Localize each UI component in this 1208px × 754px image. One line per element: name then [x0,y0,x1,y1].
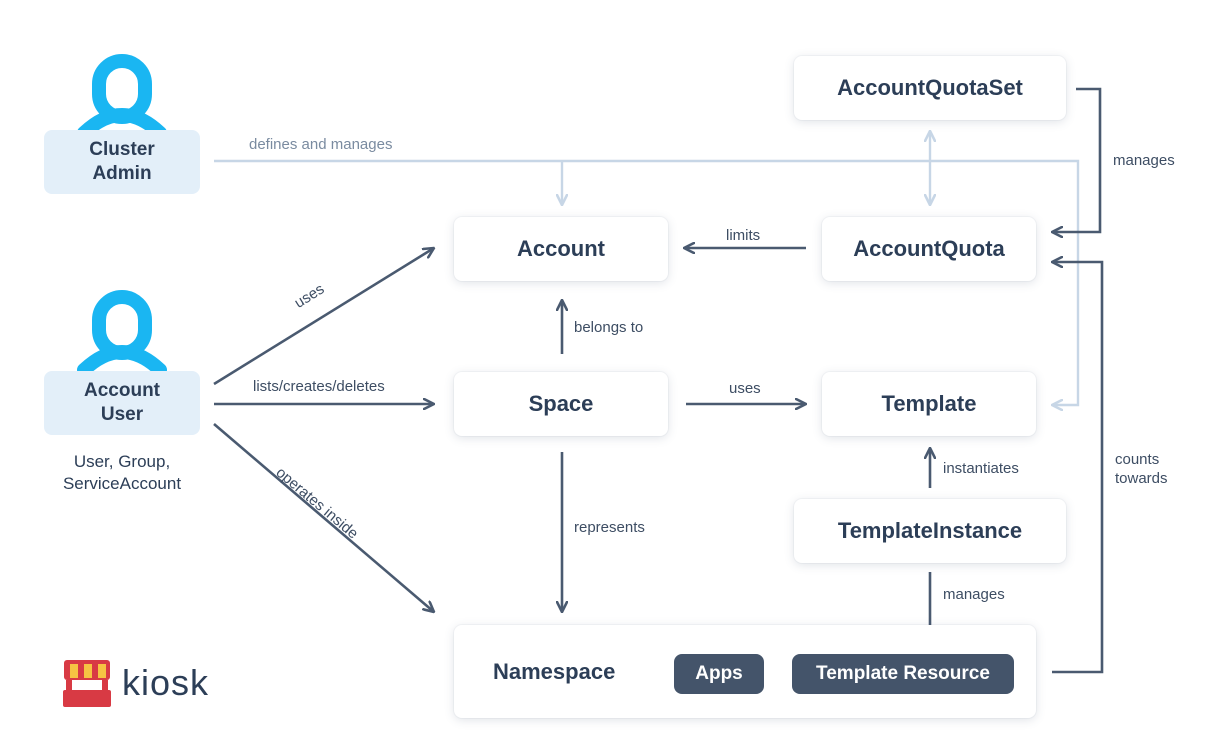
account-user-types-line2: ServiceAccount [62,474,182,493]
defines-and-manages-connector [214,131,1080,405]
account-user-types-line1: User, Group, [73,452,171,471]
manages-instance-label: manages [943,586,1005,603]
operates-inside-arrow [213,423,434,612]
account-user-label: Account User [44,371,200,435]
account-user-person-icon [77,290,167,377]
account-quota-node: AccountQuota [822,217,1036,281]
counts-towards-line2: towards [1115,470,1168,487]
apps-pill: Apps [674,654,764,694]
cluster-admin-line1: Cluster [89,139,155,160]
cluster-admin-person-icon [77,54,167,140]
manages-quota-arrow [1052,87,1102,232]
kiosk-logo-text: kiosk [122,662,210,703]
belongs-to-label: belongs to [574,319,644,336]
uses-account-arrow [213,248,434,386]
limits-label: limits [726,227,761,244]
uses-template-label: uses [729,380,761,397]
account-user-line2: User [100,404,144,425]
counts-towards-line1: counts [1115,451,1160,468]
manages-quota-set-label: manages [1113,152,1175,169]
template-resource-pill: Template Resource [792,654,1014,694]
account-node: Account [454,217,668,281]
represents-label: represents [574,519,645,536]
account-user-types-note: User, Group, ServiceAccount [44,451,200,495]
cluster-admin-label: Cluster Admin [44,130,200,194]
account-user-line1: Account [84,380,160,401]
template-node: Template [822,372,1036,436]
template-instance-node: TemplateInstance [794,499,1066,563]
kiosk-logo-icon [63,660,111,707]
space-node: Space [454,372,668,436]
namespace-title: Namespace [493,659,616,684]
account-quota-set-node: AccountQuotaSet [794,56,1066,120]
defines-and-manages-label: defines and manages [249,136,393,153]
cluster-admin-line2: Admin [92,163,152,184]
lists-creates-deletes-label: lists/creates/deletes [253,378,385,395]
counts-towards-label: counts towards [1115,450,1168,488]
instantiates-label: instantiates [943,460,1019,477]
counts-towards-arrow [1052,262,1104,674]
